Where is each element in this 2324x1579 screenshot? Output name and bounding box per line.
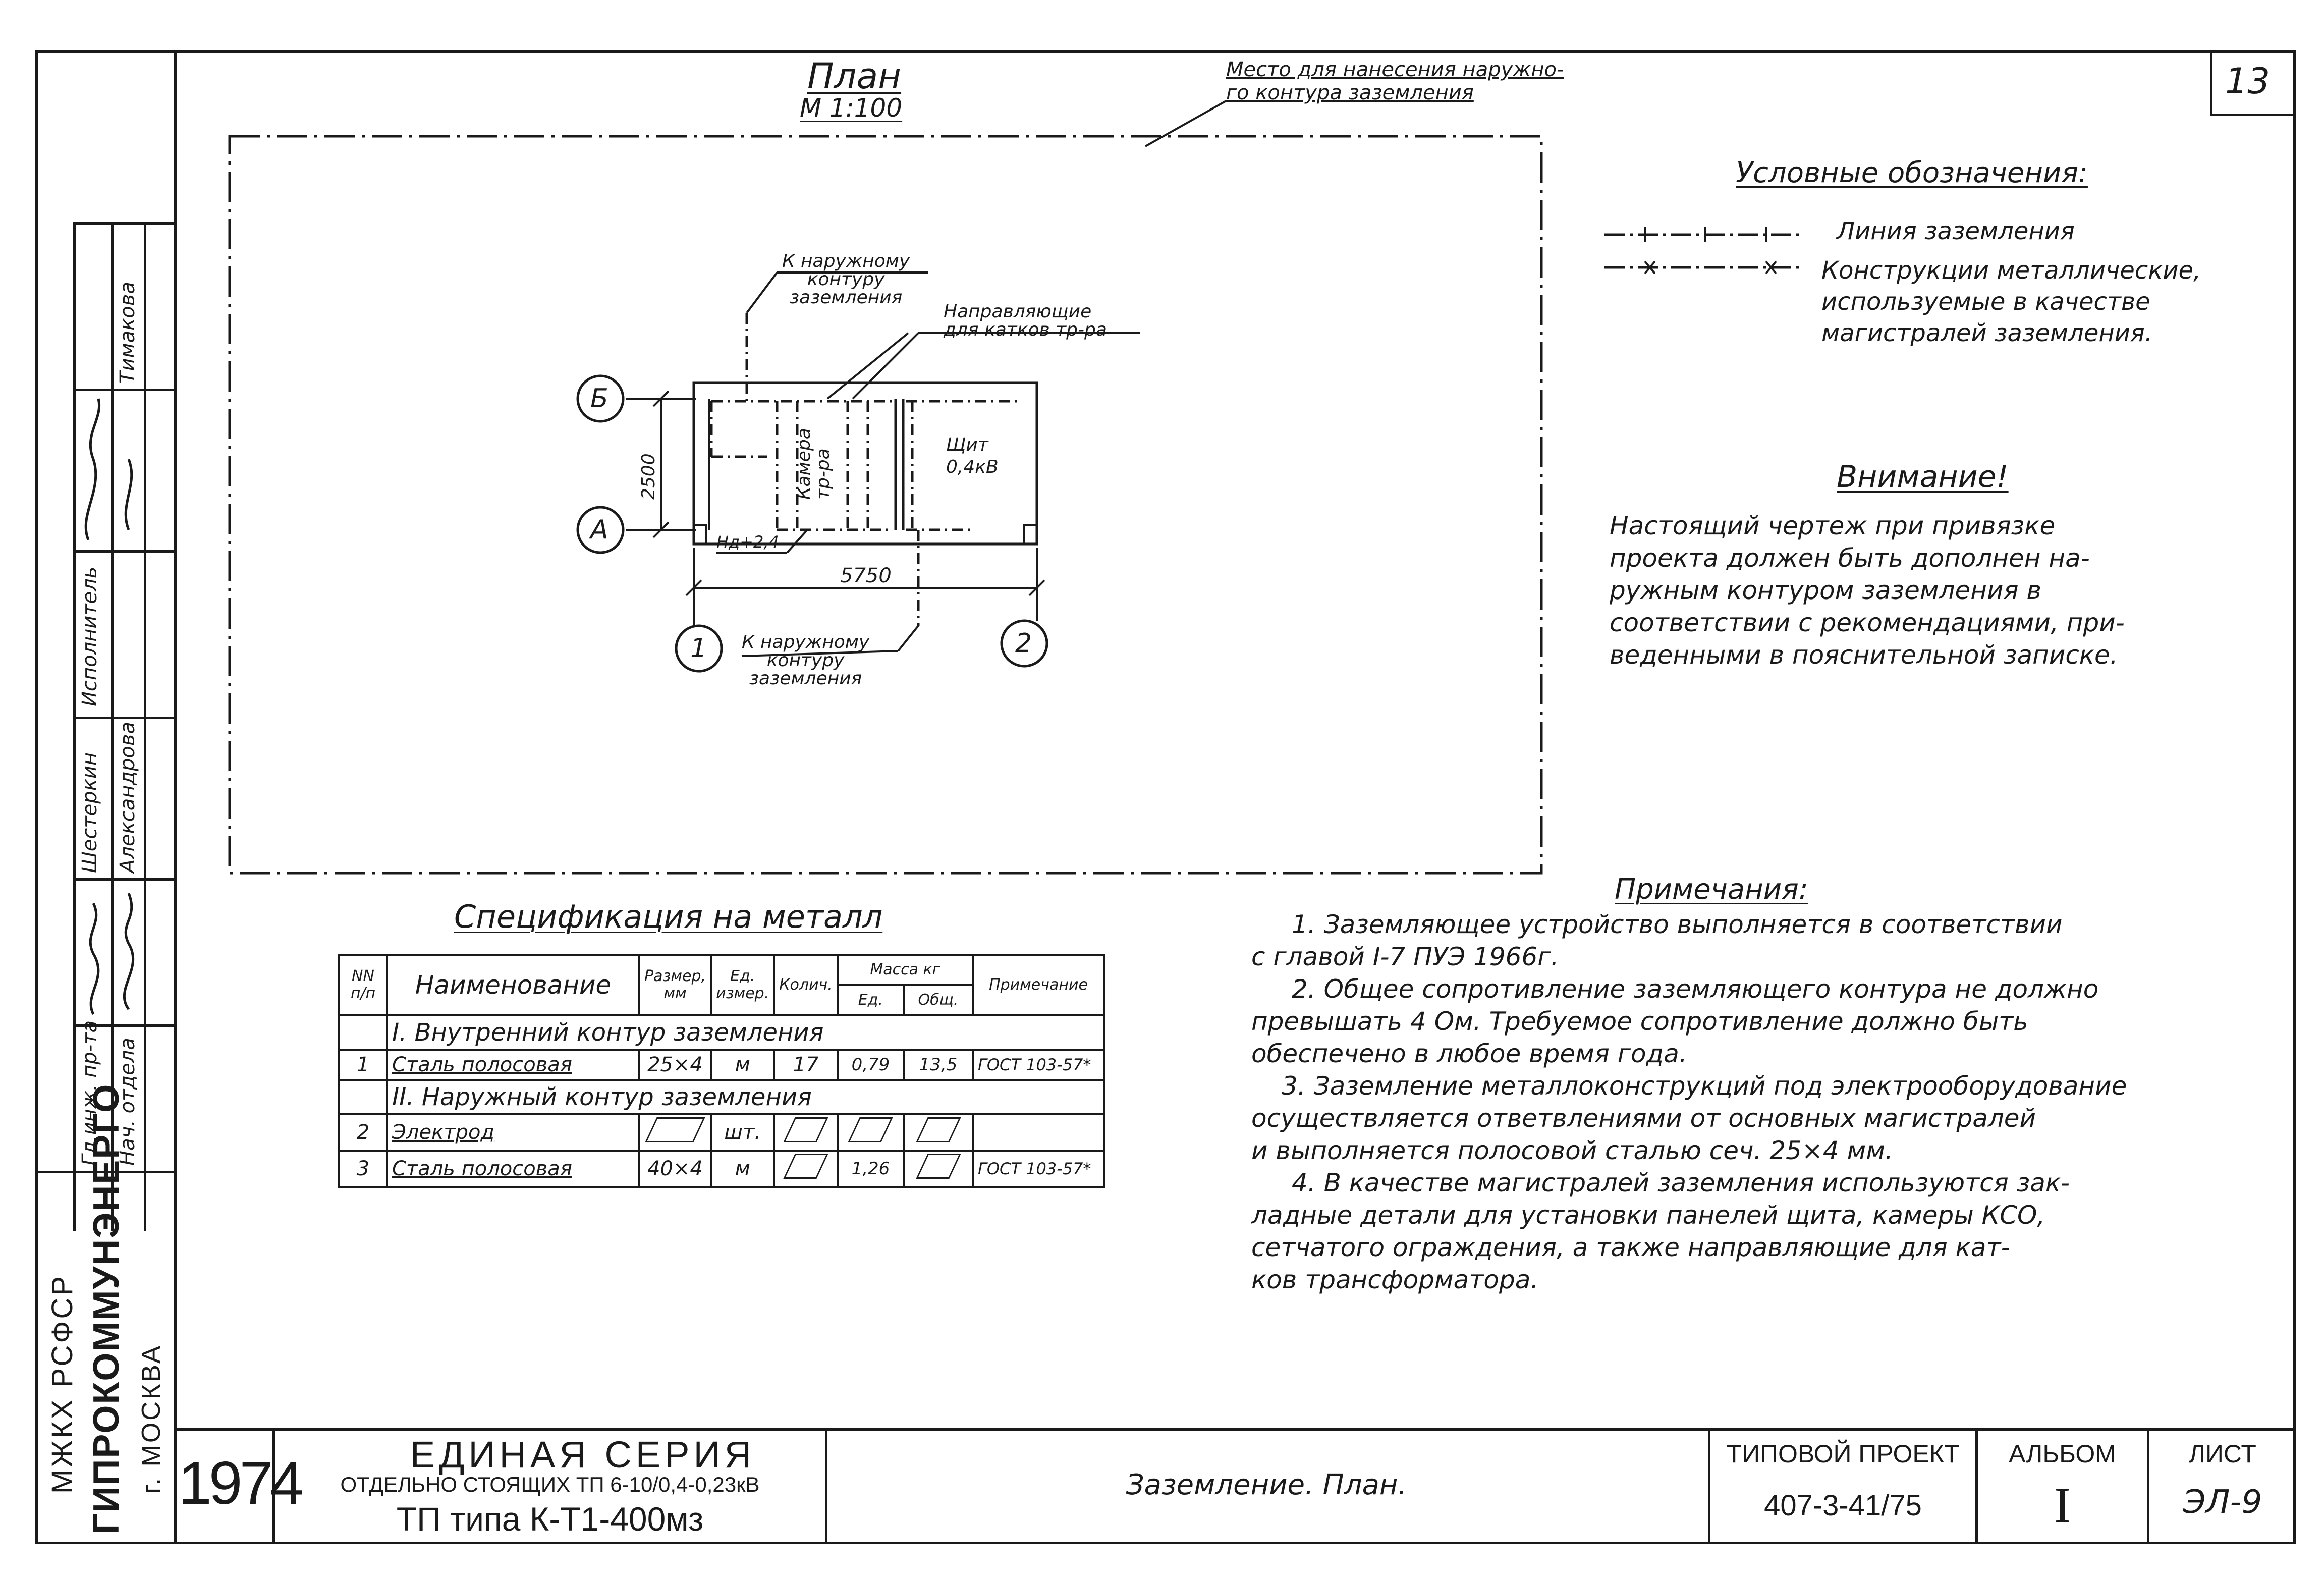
stamp-year: 1974	[178, 1449, 304, 1517]
elevation-mark: Нд+2,4	[716, 532, 779, 552]
table-header-row: NN п/п Наименование Размер, мм Ед. измер…	[338, 954, 1105, 1016]
row2-num: 2	[338, 1113, 388, 1152]
table-row: 3 Сталь полосовая 40×4 м 1,26 ГОСТ 103-5…	[338, 1150, 1105, 1188]
notes-block: 1. Заземляющее устройство выполняется в …	[1251, 908, 2235, 1296]
row1-note: ГОСТ 103-57*	[972, 1049, 1105, 1081]
blank-slash	[848, 1117, 894, 1142]
row3-unit: м	[710, 1150, 776, 1188]
series-type: ТП типа К-Т1-400мз	[396, 1500, 704, 1538]
note-line: 3. Заземление металлоконструкций под эле…	[1282, 1071, 2127, 1101]
note-line: 2. Общее сопротивление заземляющего конт…	[1292, 974, 2099, 1004]
row1-mass-total: 13,5	[903, 1049, 974, 1081]
note-line: сетчатого ограждения, а также направляющ…	[1251, 1233, 2010, 1262]
header-unit: Ед. измер.	[710, 954, 776, 1016]
series-title: ЕДИНАЯ СЕРИЯ	[410, 1434, 756, 1476]
legend-item-ground-line: Линия заземления	[1837, 217, 2075, 245]
table-section-row: II. Наружный контур заземления	[338, 1079, 1105, 1115]
plan-scale: М 1:100	[800, 93, 903, 123]
axis-1-label: 1	[690, 633, 707, 664]
signatures	[84, 398, 135, 1015]
axis-a-label: А	[590, 515, 608, 545]
room-shield-label: Щит 0,4кВ	[946, 434, 999, 477]
header-mass: Масса кг	[836, 954, 974, 986]
table-row: 1 Сталь полосовая 25×4 м 17 0,79 13,5 ГО…	[338, 1049, 1105, 1081]
attention-text: Настоящий чертеж при привязке проекта до…	[1610, 511, 2125, 670]
label-top-external: К наружному контуру заземления	[782, 251, 910, 308]
row3-name: Сталь полосовая	[386, 1150, 640, 1188]
note-line: ладные детали для установки панелей щита…	[1251, 1201, 2045, 1230]
label-bottom-external: К наружному контуру заземления	[742, 632, 870, 689]
row1-size: 25×4	[638, 1049, 712, 1081]
album-label: АЛЬБОМ	[2009, 1440, 2116, 1468]
row1-qty: 17	[773, 1049, 839, 1081]
header-qty: Колич.	[773, 954, 839, 1016]
blank-slash	[783, 1154, 828, 1179]
spec-title: Спецификация на металл	[454, 898, 883, 935]
row1-unit: м	[710, 1049, 776, 1081]
room-camera-label: Камера тр-ра	[794, 428, 834, 500]
outer-contour-callout: Место для нанесения наружно- го контура …	[1226, 58, 1564, 104]
attention-title: Внимание!	[1837, 459, 2009, 495]
axis-2-label: 2	[1015, 628, 1032, 659]
series-subtitle: ОТДЕЛЬНО СТОЯЩИХ ТП 6-10/0,4-0,23кВ	[340, 1473, 760, 1496]
dim-height: 2500	[638, 453, 659, 500]
album-number: I	[2054, 1477, 2071, 1533]
row2-unit: шт.	[710, 1113, 776, 1152]
sheet-frame	[35, 50, 2296, 1544]
note-line: 4. В качестве магистралей заземления исп…	[1292, 1168, 2070, 1197]
left-stamp: Гл.инж. пр-та Нач. отдела Шестеркин Алек…	[35, 222, 177, 1231]
page-number-box	[2210, 50, 2296, 116]
blank-slash	[645, 1117, 705, 1142]
row3-num: 3	[338, 1150, 388, 1188]
legend-item-metal-structures: Конструкции металлические, используемые …	[1821, 256, 2201, 347]
project-label: ТИПОВОЙ ПРОЕКТ	[1726, 1440, 1960, 1468]
dim-width: 5750	[840, 564, 892, 587]
header-name: Наименование	[386, 954, 640, 1016]
blank-slash	[783, 1117, 828, 1142]
header-size: Размер, мм	[638, 954, 712, 1016]
list-label: ЛИСТ	[2189, 1440, 2256, 1468]
axis-b-label: Б	[590, 384, 608, 414]
note-line: ков трансформатора.	[1251, 1265, 1539, 1294]
section-outer-contour: II. Наружный контур заземления	[386, 1079, 1105, 1115]
row3-mass-unit: 1,26	[836, 1150, 905, 1188]
row3-size: 40×4	[638, 1150, 712, 1188]
row1-mass-unit: 0,79	[836, 1049, 905, 1081]
note-line: и выполняется полосовой сталью сеч. 25×4…	[1251, 1136, 1893, 1165]
note-line: обеспечено в любое время года.	[1251, 1039, 1687, 1068]
note-line: осуществляется ответвлениями от основных…	[1251, 1104, 2036, 1133]
row1-name: Сталь полосовая	[386, 1049, 640, 1081]
spec-table: NN п/п Наименование Размер, мм Ед. измер…	[338, 954, 1105, 1188]
row1-num: 1	[338, 1049, 388, 1081]
header-num: NN п/п	[338, 954, 388, 1016]
header-mass-unit: Ед.	[836, 984, 905, 1016]
page-number: 13	[2225, 61, 2271, 102]
note-line: с главой I-7 ПУЭ 1966г.	[1251, 942, 1559, 971]
binding-strip-divider	[174, 50, 177, 1544]
project-number: 407-3-41/75	[1764, 1489, 1922, 1522]
sheet-name: Заземление. План.	[1126, 1468, 1407, 1501]
header-note: Примечание	[972, 954, 1105, 1016]
notes-title: Примечания:	[1615, 873, 1808, 906]
legend-symbols	[1604, 227, 1801, 275]
label-guides: Направляющие для катков тр-ра	[944, 301, 1107, 340]
list-number: ЭЛ-9	[2183, 1484, 2262, 1521]
legend-title: Условные обозначения:	[1736, 156, 2088, 189]
table-header-subrow: Ед. Общ.	[339, 984, 1104, 1016]
note-line: превышать 4 Ом. Требуемое сопротивление …	[1251, 1007, 2028, 1036]
blank-slash	[915, 1117, 961, 1142]
table-row: 2 Электрод шт.	[338, 1113, 1105, 1152]
blank-slash	[915, 1154, 961, 1179]
section-inner-contour: I. Внутренний контур заземления	[386, 1014, 1105, 1051]
header-mass-total: Общ.	[903, 984, 974, 1016]
note-line: 1. Заземляющее устройство выполняется в …	[1292, 910, 2063, 939]
row2-name: Электрод	[386, 1113, 640, 1152]
title-block: 1974 ЕДИНАЯ СЕРИЯ ОТДЕЛЬНО СТОЯЩИХ ТП 6-…	[174, 1428, 2296, 1544]
table-section-row: I. Внутренний контур заземления	[338, 1014, 1105, 1051]
plan-title: План	[807, 56, 902, 97]
row3-note: ГОСТ 103-57*	[972, 1150, 1105, 1188]
